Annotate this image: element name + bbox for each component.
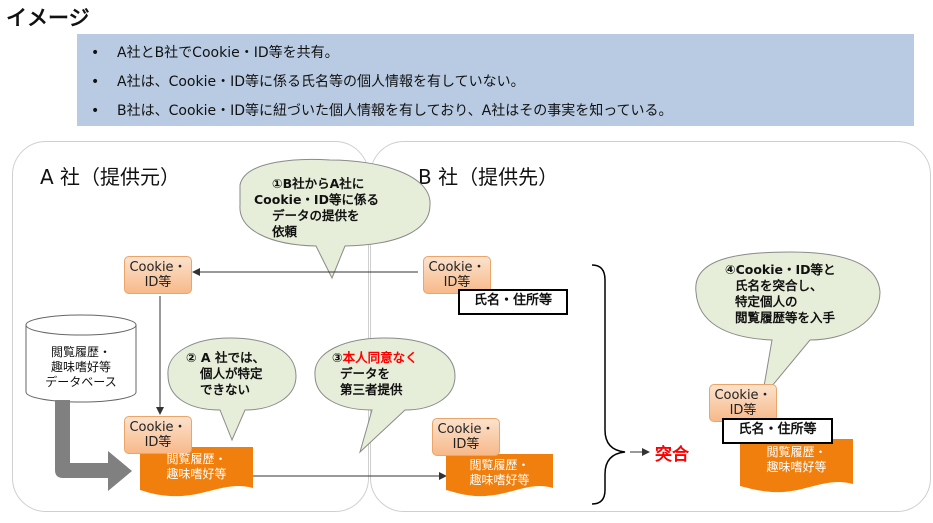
b-match-browsing-text: 閲覧履歴・ 趣味嗜好等 (740, 445, 853, 475)
bullet-marker: • (91, 45, 100, 61)
panel-b-title: B 社（提供先） (418, 165, 559, 189)
curly-brace (591, 264, 626, 505)
b-match-name-address-box: 氏名・住所等 (722, 418, 833, 444)
bullet-marker: • (91, 74, 100, 90)
browsing-line1: 閲覧履歴・ (469, 458, 530, 472)
browsing-line1: 閲覧履歴・ (166, 452, 227, 466)
cookie-label-line2: ID等 (443, 275, 471, 290)
cookie-label-line2: ID等 (144, 275, 172, 290)
bubble-1-text: ①B社からA社に Cookie・ID等に係る データの提供を 依頼 (254, 176, 379, 240)
bubble-3-line1: ③本人同意なく (332, 350, 418, 366)
bubble-3-prefix: ③ (332, 350, 343, 365)
a-browsing-text: 閲覧履歴・ 趣味嗜好等 (140, 452, 253, 482)
b-cookie-id-top: Cookie・ ID等 (423, 256, 491, 294)
cookie-label-line1: Cookie・ (129, 420, 187, 435)
bullet-text-3: B社は、Cookie・ID等に紐づいた個人情報を有しており、A社はその事実を知っ… (117, 103, 673, 119)
b-name-address-box: 氏名・住所等 (458, 289, 568, 315)
bubble-2-line1: ② A 社では、 (186, 350, 265, 365)
bubble-1-line3: データの提供を (272, 208, 360, 223)
a-cookie-id-top: Cookie・ ID等 (124, 256, 192, 294)
b-browsing-shape (446, 454, 553, 497)
bubble-4-text: ④Cookie・ID等と 氏名を突合し、 特定個人の 閲覧履歴等を入手 (725, 262, 836, 326)
bubble-3-line3: 第三者提供 (340, 382, 403, 397)
bubble-1-line4: 依頼 (272, 224, 298, 239)
cookie-label-line1: Cookie・ (437, 422, 495, 437)
b-match-cookie-id: Cookie・ ID等 (709, 384, 777, 422)
cookie-label-line1: Cookie・ (714, 388, 772, 403)
bullet-item-2: • A社は、Cookie・ID等に係る氏名等の個人情報を有していない。 (91, 71, 525, 91)
bullet-marker: • (91, 103, 100, 119)
bubble-3-text: ③本人同意なく データを 第三者提供 (332, 350, 418, 398)
bullet-item-3: • B社は、Cookie・ID等に紐づいた個人情報を有しており、A社はその事実を知… (91, 100, 673, 120)
bubble-4-line4: 閲覧履歴等を入手 (735, 310, 836, 325)
database-line1: 閲覧履歴・ (50, 345, 111, 359)
bullet-text-2: A社は、Cookie・ID等に係る氏名等の個人情報を有していない。 (117, 74, 525, 90)
database-line2: 趣味嗜好等 (50, 360, 111, 374)
cookie-label-line1: Cookie・ (129, 260, 187, 275)
cookie-label-line2: ID等 (452, 437, 480, 452)
cookie-label-line2: ID等 (729, 403, 757, 418)
bubble-4-line2: 氏名を突合し、 (735, 278, 823, 293)
bubble-4-line1: ④Cookie・ID等と (725, 262, 836, 277)
database-cylinder (25, 325, 137, 403)
browsing-line2: 趣味嗜好等 (766, 460, 827, 474)
bubble-3-highlight: 本人同意なく (342, 350, 418, 365)
b-match-browsing-shape (740, 439, 853, 493)
bubble-3-line2: データを (340, 366, 391, 381)
b-browsing-text: 閲覧履歴・ 趣味嗜好等 (446, 458, 553, 488)
summary-box: • A社とB社でCookie・ID等を共有。 • A社は、Cookie・ID等に係る… (77, 34, 914, 126)
database-label: 閲覧履歴・ 趣味嗜好等 データベース (26, 345, 136, 390)
bubble-1-shape (239, 158, 431, 280)
browsing-line1: 閲覧履歴・ (766, 445, 827, 459)
b-cookie-id-bottom: Cookie・ ID等 (432, 418, 500, 456)
match-label: 突合 (655, 445, 689, 465)
bubble-4-line3: 特定個人の (735, 294, 798, 309)
a-cookie-id-bottom: Cookie・ ID等 (124, 416, 192, 454)
database-to-browsing-arrow (55, 400, 132, 491)
cookie-label-line2: ID等 (144, 435, 172, 450)
database-line3: データベース (45, 375, 117, 389)
database-cylinder-top (25, 314, 137, 336)
bullet-text-1: A社とB社でCookie・ID等を共有。 (117, 45, 339, 61)
bubble-1-line2: Cookie・ID等に係る (254, 192, 379, 207)
bubble-2-shape (167, 337, 297, 442)
browsing-line2: 趣味嗜好等 (166, 467, 227, 481)
bubble-3-shape (314, 337, 456, 454)
bullet-item-1: • A社とB社でCookie・ID等を共有。 (91, 42, 339, 62)
cookie-label-line1: Cookie・ (428, 260, 486, 275)
bubble-1-line1: ①B社からA社に (272, 176, 365, 191)
bubble-2-line3: できない (200, 382, 251, 397)
bubble-2-line2: 個人が特定 (200, 366, 263, 381)
a-browsing-shape (140, 447, 253, 497)
bubble-2-text: ② A 社では、 個人が特定 できない (186, 350, 265, 398)
bubble-4-shape (695, 251, 881, 400)
panel-a-title: A 社（提供元） (40, 165, 181, 189)
page-title: イメージ (6, 6, 90, 30)
browsing-line2: 趣味嗜好等 (469, 473, 530, 487)
